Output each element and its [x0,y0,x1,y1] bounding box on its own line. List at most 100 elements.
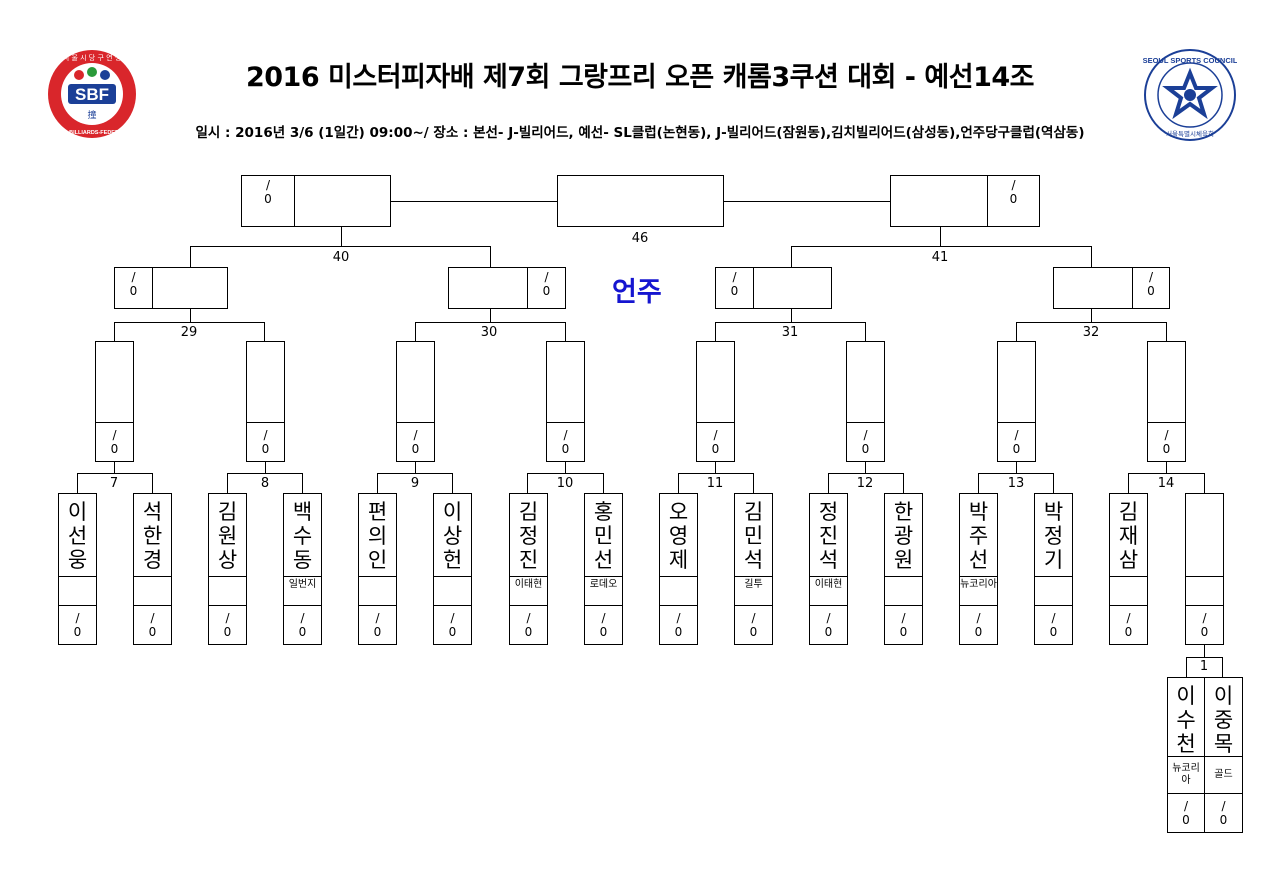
player-club: 길투 [734,576,773,606]
connector [77,473,78,493]
player-club [1109,576,1148,606]
match-number: 30 [480,325,498,340]
quarterfinal-slot[interactable] [396,341,435,423]
player-name[interactable]: 이 상 헌 [433,493,472,577]
connector [264,322,265,341]
quarterfinal-slot[interactable] [95,341,134,423]
council-logo-ring-text: SEOUL SPORTS COUNCIL [1143,56,1237,65]
player-name[interactable]: 김 민 석 [734,493,773,577]
player-name[interactable]: 편 의 인 [358,493,397,577]
event-schedule: 일시 : 2016년 3/6 (1일간) 09:00~/ 장소 : 본선- J-… [195,125,1085,141]
player-name[interactable]: 정 진 석 [809,493,848,577]
player-name[interactable]: 김 재 삼 [1109,493,1148,577]
connector [302,473,303,493]
sbf-logo-ring-text: SEOUL-BILLIARDS-FEDERATION [48,130,135,136]
quarterfinal-slot[interactable] [997,341,1036,423]
connector [828,473,829,493]
player-name[interactable]: 한 광 원 [884,493,923,577]
connector [114,322,115,341]
player-score: / 0 [133,605,172,645]
player-score: / 0 [58,605,97,645]
connector [1091,309,1092,322]
player-score: / 0 [283,605,322,645]
player-name[interactable]: 박 주 선 [959,493,998,577]
quarterfinal-slot[interactable] [1147,341,1186,423]
final-center-slot[interactable] [557,175,724,227]
player-club [1185,576,1224,606]
semi-slot[interactable] [753,267,832,309]
player-club: 일번지 [283,576,322,606]
connector [527,473,528,493]
prelim-player-name[interactable]: 이 중 목 [1204,677,1243,757]
match-number: 40 [332,250,350,265]
player-score: / 0 [1185,605,1224,645]
quarterfinal-score: / 0 [846,422,885,462]
connector [190,309,191,322]
connector [452,473,453,493]
player-name[interactable]: 홍 민 선 [584,493,623,577]
match-number: 29 [180,325,198,340]
player-name[interactable]: 석 한 경 [133,493,172,577]
quarterfinal-score: / 0 [696,422,735,462]
quarterfinal-score: / 0 [1147,422,1186,462]
connector [791,246,792,267]
player-name[interactable]: 이 선 웅 [58,493,97,577]
semi-slot[interactable] [152,267,228,309]
match-number: 41 [931,250,949,265]
final-right-slot[interactable] [890,175,988,227]
player-name[interactable]: 백 수 동 [283,493,322,577]
page-title: 2016 미스터피자배 제7회 그랑프리 오픈 캐롬3쿠션 대회 - 예선14조 [245,62,1035,93]
connector [865,322,866,341]
player-score: / 0 [809,605,848,645]
sbf-logo-top-text: 서 울 시 당 구 연 맹 [63,53,121,62]
player-name[interactable]: 오 영 제 [659,493,698,577]
prelim-player-club: 뉴코리아 [1167,756,1205,794]
prelim-player-name[interactable]: 이 수 천 [1167,677,1205,757]
quarterfinal-slot[interactable] [546,341,585,423]
connector [715,462,716,473]
player-name[interactable]: 김 원 상 [208,493,247,577]
connector [415,322,416,341]
player-score: / 0 [208,605,247,645]
connector [903,473,904,493]
connector [227,473,228,493]
match-number: 7 [109,476,119,491]
semi-score: / 0 [1132,267,1170,309]
seoul-sports-council-logo: SEOUL SPORTS COUNCIL 서울특별시체육회 [1143,48,1238,142]
connector [865,462,866,473]
match-number: 1 [1199,659,1209,674]
connector [265,462,266,473]
semi-slot[interactable] [448,267,528,309]
final-left-score: / 0 [241,175,295,227]
connector [190,246,191,267]
match-number: 10 [556,476,574,491]
connector [377,473,378,493]
player-club [659,576,698,606]
semi-slot[interactable] [1053,267,1133,309]
connector [415,322,566,323]
player-score: / 0 [659,605,698,645]
quarterfinal-slot[interactable] [246,341,285,423]
player-name[interactable] [1185,493,1224,577]
player-score: / 0 [584,605,623,645]
player-club [58,576,97,606]
match-number: 14 [1157,476,1175,491]
player-name[interactable]: 김 정 진 [509,493,548,577]
quarterfinal-slot[interactable] [846,341,885,423]
venue-label: 언주 [612,277,662,308]
connector [1091,246,1092,267]
quarterfinal-score: / 0 [997,422,1036,462]
council-logo-bottom-text: 서울특별시체육회 [1166,129,1214,138]
connector [527,473,603,474]
quarterfinal-slot[interactable] [696,341,735,423]
sbf-logo-mark: 撞 [87,109,96,121]
player-name[interactable]: 박 정 기 [1034,493,1073,577]
connector [940,227,941,246]
player-score: / 0 [1034,605,1073,645]
connector [1222,657,1223,677]
connector [978,473,979,493]
prelim-player-club: 골드 [1204,756,1243,794]
connector [227,473,302,474]
connector [715,322,866,323]
final-left-slot[interactable] [294,175,391,227]
